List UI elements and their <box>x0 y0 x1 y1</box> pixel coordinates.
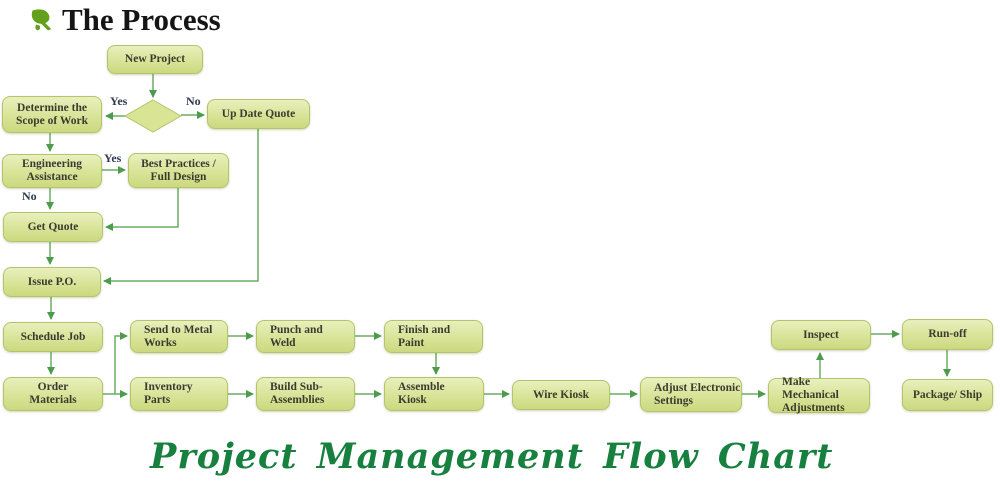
node-build-sub-assemblies: Build Sub- Assemblies <box>256 377 355 411</box>
flowchart-caption: Project Management Flow Chart <box>150 436 834 477</box>
edge-lines <box>46 74 951 398</box>
node-inspect: Inspect <box>771 320 871 350</box>
leaf-icon <box>31 9 52 31</box>
edge-label-engineering-no: No <box>22 189 37 203</box>
node-assemble-kiosk: Assemble Kiosk <box>384 377 484 411</box>
edge-label-engineering-yes: Yes <box>104 151 122 165</box>
node-update-quote: Up Date Quote <box>207 99 310 129</box>
page-header: The Process <box>28 2 221 38</box>
edge-order-materials-to-send-to-metal-works <box>103 332 128 395</box>
node-engineering-assistance: Engineering Assistance <box>2 154 102 188</box>
node-punch-and-weld: Punch and Weld <box>256 320 355 353</box>
node-adjust-electronic-settings: Adjust Electronic Settings <box>640 377 742 412</box>
edge-label-decision-no: No <box>186 94 201 108</box>
node-decision <box>123 99 183 133</box>
node-run-off: Run-off <box>902 319 993 350</box>
node-issue-po: Issue P.O. <box>3 267 101 297</box>
node-schedule-job: Schedule Job <box>3 322 103 352</box>
node-inventory-parts: Inventory Parts <box>130 377 228 411</box>
node-send-to-metal-works: Send to Metal Works <box>130 320 228 353</box>
node-new-project: New Project <box>107 45 203 74</box>
node-order-materials: Order Materials <box>3 377 103 411</box>
node-wire-kiosk: Wire Kiosk <box>512 380 610 410</box>
edge-best-practices-to-get-quote <box>105 188 179 231</box>
node-best-practices: Best Practices / Full Design <box>128 153 229 188</box>
node-package-ship: Package/ Ship <box>902 379 993 411</box>
page-title: The Process <box>62 2 221 37</box>
edge-update-quote-to-issue-po <box>103 129 259 285</box>
node-finish-and-paint: Finish and Paint <box>384 320 483 353</box>
edge-label-decision-yes: Yes <box>110 94 128 108</box>
node-get-quote: Get Quote <box>3 212 103 242</box>
node-determine-scope: Determine the Scope of Work <box>2 96 102 133</box>
diamond-layer <box>123 99 183 133</box>
node-make-mechanical-adjustments: Make Mechanical Adjustments <box>768 376 870 414</box>
